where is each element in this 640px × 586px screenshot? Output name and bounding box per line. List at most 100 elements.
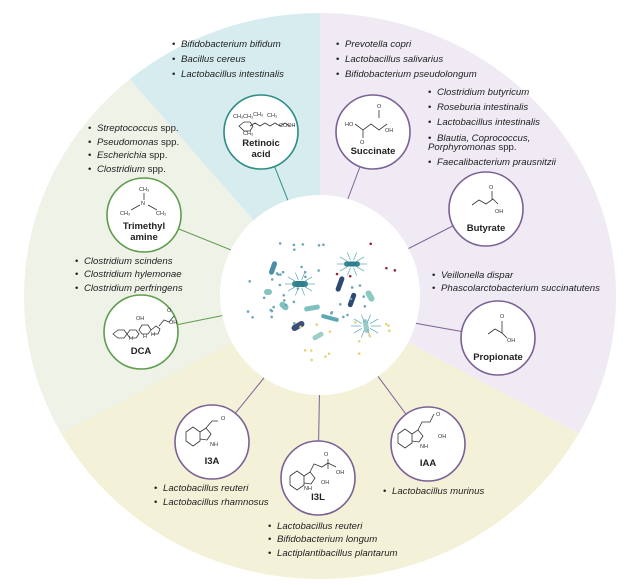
atom-label: OH — [169, 320, 177, 326]
atom-label: NH — [420, 444, 428, 450]
propionate-structure-icon: OOH — [487, 314, 515, 344]
bond — [205, 420, 218, 429]
atom-label: OH — [336, 470, 344, 476]
bacterium-shape — [268, 261, 278, 275]
bacterium-list-item: Clostridium scindens — [75, 256, 183, 267]
bacterium-name: Clostridium perfringens — [84, 282, 183, 294]
metabolite-dot — [248, 280, 251, 283]
bacterium-list-item: Veillonella dispar — [432, 270, 600, 281]
metabolite-dot — [251, 316, 254, 319]
bacterium-name: Clostridium scindens — [84, 256, 173, 267]
list-i3a-producers: Lactobacillus reuteriLactobacillus rhamn… — [154, 484, 269, 512]
bacterium-list-item: Lactobacillus intestinalis — [428, 118, 578, 128]
bacterium-list-item: Lactobacillus intestinalis — [172, 70, 284, 80]
atom-label: O — [324, 452, 329, 458]
metabolite-dot — [275, 272, 279, 275]
bacterium-name: Phascolarctobacterium succinatutens — [441, 283, 600, 295]
bacterium-list-item: Lactobacillus murinus — [383, 487, 484, 497]
bacterium-name: Bifidobacterium pseudolongum — [345, 69, 477, 81]
bacterium-list-item: Pseudomonas spp. — [88, 136, 180, 148]
bacterium-shape — [264, 289, 272, 295]
bond — [150, 325, 161, 335]
bacterium-name: Escherichia — [97, 150, 147, 162]
bacterium-name: Lactobacillus intestinalis — [437, 117, 540, 129]
atom-label: NH — [210, 442, 218, 448]
metabolite-title: I3A — [205, 456, 220, 467]
metabolite-dot — [327, 352, 331, 355]
bacterium-shape — [365, 290, 375, 302]
metabolite-title: Retinoic — [242, 138, 279, 149]
atom-label: COOH — [279, 123, 296, 129]
bacterium-name: Clostridium hylemonae — [84, 269, 182, 281]
metabolite-dot — [296, 287, 300, 290]
metabolite-dot — [309, 349, 313, 352]
metabolite-dot — [346, 313, 349, 317]
bacterium-name: Veillonella dispar — [441, 270, 514, 281]
bacterium-name: Bifidobacterium longum — [277, 534, 378, 546]
metabolite-dot — [358, 284, 362, 287]
flagellum — [301, 287, 305, 296]
metabolite-dot — [262, 296, 266, 300]
atom-label: CH₃ — [253, 112, 263, 118]
i3a-structure-icon: ONH — [185, 416, 226, 448]
metabolite-dot — [388, 329, 391, 333]
flagellum — [287, 286, 297, 292]
metabolite-dot — [362, 295, 366, 298]
metabolite-dot — [292, 300, 296, 304]
metabolite-dot — [292, 322, 296, 325]
bacterium-list-item: Bifidobacterium pseudolongum — [336, 70, 477, 80]
atom-label: O — [489, 185, 494, 191]
bacterium-shape — [291, 321, 305, 331]
metabolite-title: Succinate — [351, 146, 396, 157]
flagellum — [287, 276, 297, 282]
atom-label: H — [129, 336, 133, 342]
flagellum — [369, 318, 379, 324]
bacterium-shape — [321, 314, 339, 322]
atom-label: CH₃ — [139, 187, 149, 193]
list-dca-producers: Clostridium scindensClostridium hylemona… — [75, 256, 183, 298]
bacterium-shape — [292, 281, 308, 287]
bond — [130, 204, 141, 211]
atom-label: O — [167, 308, 172, 314]
bacterium-suffix: spp. — [158, 136, 180, 148]
metabolite-dot — [349, 297, 353, 301]
microbiota-circle — [220, 195, 420, 395]
flagellum — [347, 267, 351, 276]
list-retinoic-producers: Bifidobacterium bifidumBacillus cereusLa… — [172, 40, 284, 86]
metabolite-dot — [368, 334, 371, 337]
bacterium-shape — [279, 301, 289, 311]
bacterium-list-item: Prevotella copri — [336, 40, 477, 50]
atom-label: CH₃ — [233, 114, 243, 120]
bacterium-name: Faecalibacterium prausnitzii — [437, 157, 556, 169]
bond — [147, 204, 158, 211]
bond — [158, 315, 175, 327]
bacterium-shape — [335, 276, 345, 292]
metabolite-dot — [338, 303, 342, 306]
bond — [417, 413, 435, 431]
bacterium-name: Clostridium — [97, 164, 145, 176]
bacterium-list-item: Lactobacillus reuteri — [268, 522, 398, 532]
list-trimethylamine-producers: Streptococcus spp.Pseudomonas spp.Escher… — [88, 124, 180, 180]
metabolite-i3a[interactable]: ONH I3A — [174, 404, 250, 480]
bacterium-name: Lactiplantibacillus plantarum — [277, 547, 398, 559]
bacterium-name: Blautia, Coprococcus, Porphyromonas — [428, 132, 531, 154]
atom-label: CH₃ — [243, 114, 253, 120]
list-propionate-producers: Veillonella disparPhascolarctobacterium … — [432, 270, 600, 299]
bond — [185, 426, 201, 447]
flagellum — [295, 272, 299, 281]
metabolite-dot — [278, 242, 282, 245]
metabolite-dot — [317, 244, 321, 247]
atom-label: H — [151, 332, 155, 338]
metabolite-circle — [106, 177, 182, 253]
metabolite-circle — [448, 171, 524, 247]
